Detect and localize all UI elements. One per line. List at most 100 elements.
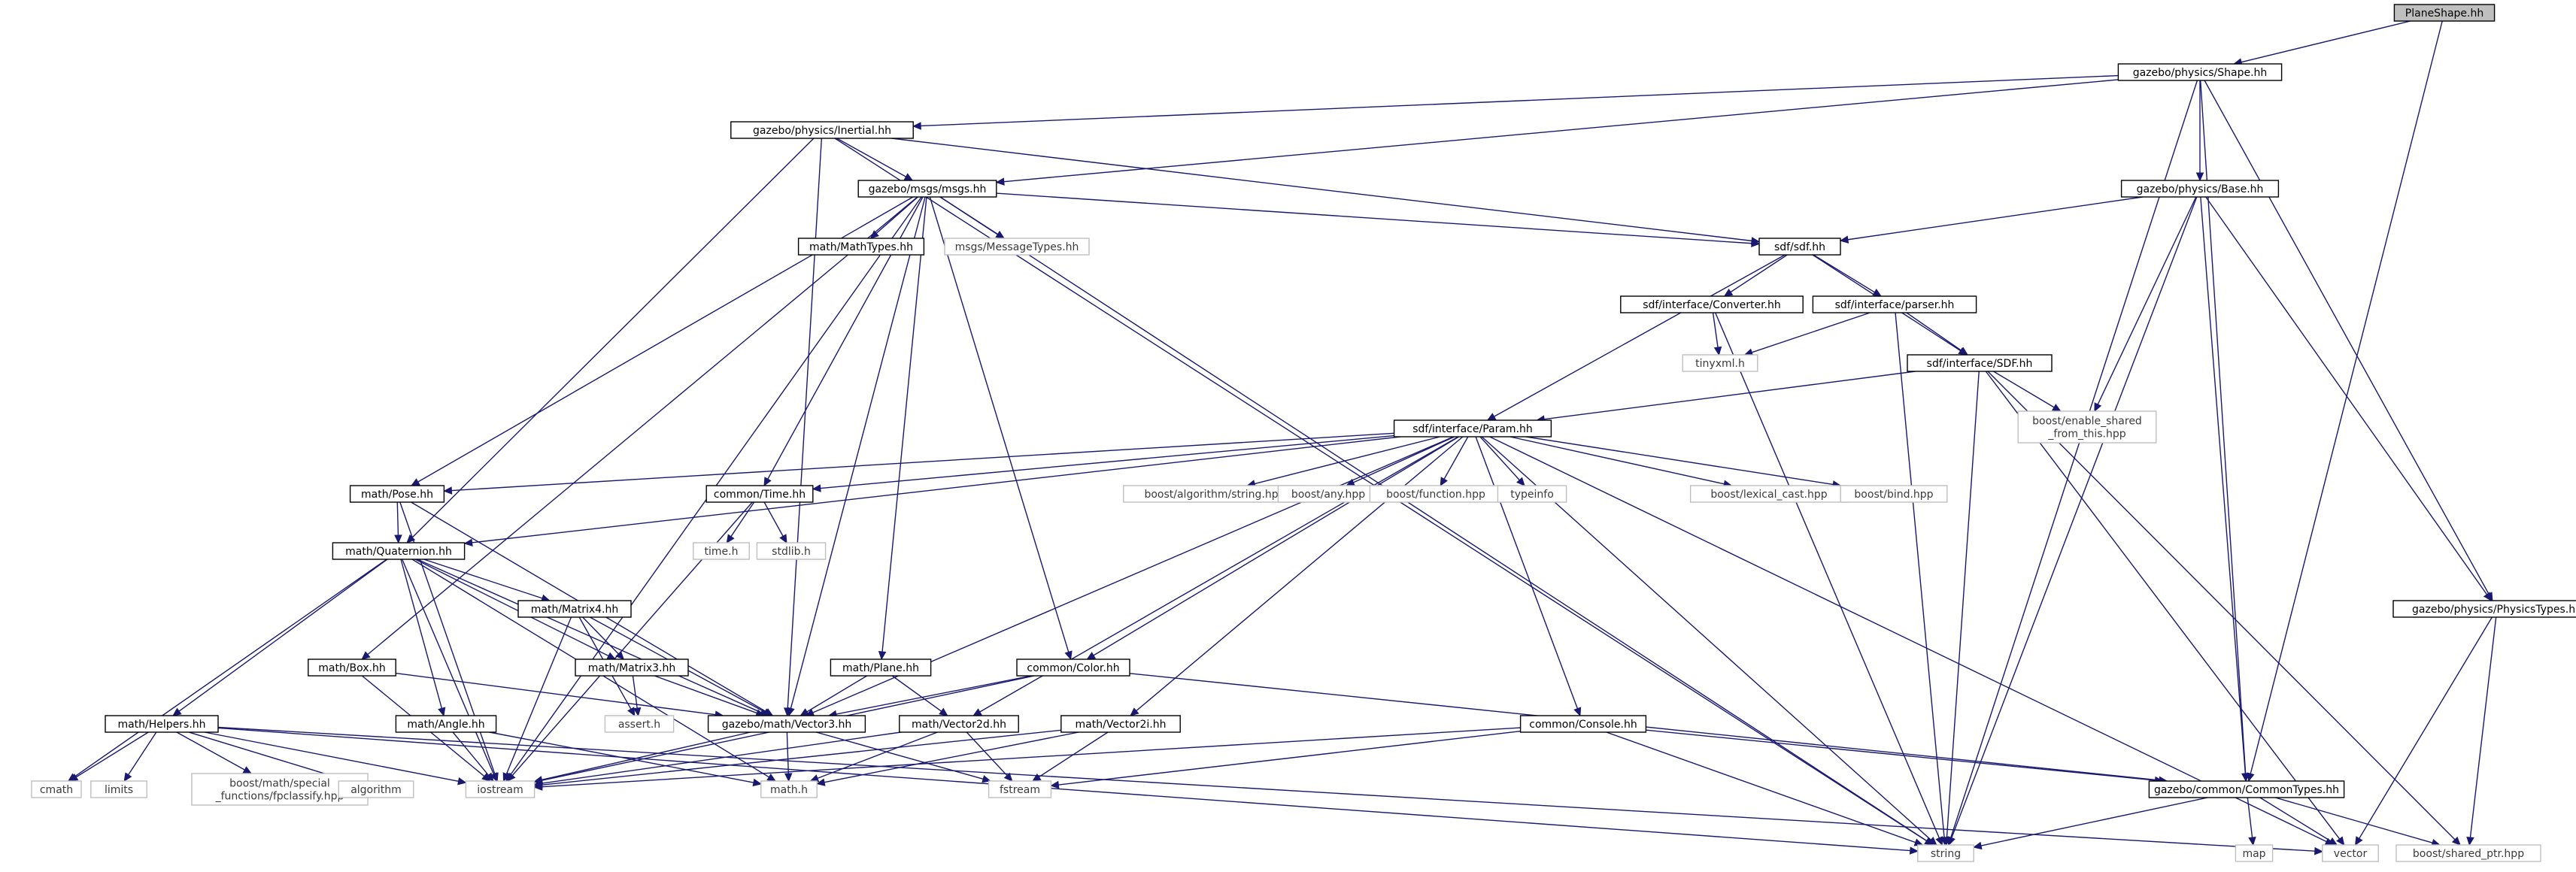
edge-msgs-to-plane xyxy=(878,196,927,661)
edge-helpers-to-vector xyxy=(217,726,2324,855)
node-enableshared[interactable]: boost/enable_shared_from_this.hpp xyxy=(2017,410,2157,444)
edge-line xyxy=(1093,436,1459,656)
node-stdlib[interactable]: stdlib.h xyxy=(756,542,827,560)
edge-line xyxy=(730,501,755,537)
edge-arrowhead xyxy=(779,534,787,544)
edge-base-to-physicstypes xyxy=(2205,196,2492,601)
edge-line xyxy=(400,559,443,709)
node-funchpp[interactable]: boost/function.hpp xyxy=(1369,485,1503,503)
edge-vector2d-to-mathh xyxy=(809,731,938,783)
node-inertial[interactable]: gazebo/physics/Inertial.hh xyxy=(730,121,914,139)
node-box xyxy=(575,659,689,677)
node-box xyxy=(338,780,414,798)
node-algstring[interactable]: boost/algorithm/string.hpp xyxy=(1123,485,1306,503)
edge-line xyxy=(1712,312,1719,348)
edge-arrowhead xyxy=(1440,477,1448,487)
node-vector2i[interactable]: math/Vector2i.hh xyxy=(1060,715,1181,733)
node-vector[interactable]: vector xyxy=(2322,844,2379,862)
node-typeinfo[interactable]: typeinfo xyxy=(1497,485,1567,503)
edge-line xyxy=(1544,371,1916,420)
node-timeh[interactable]: time.h xyxy=(693,542,750,560)
edge-console-to-fstream xyxy=(1050,730,1521,789)
node-string[interactable]: string xyxy=(1917,844,1974,862)
edge-shape-to-msgs xyxy=(995,79,2119,186)
node-box xyxy=(1393,419,1552,438)
edge-arrowhead xyxy=(1839,235,1849,244)
edge-param-to-lexical xyxy=(1509,436,1733,488)
node-label: sdf/sdf.hh xyxy=(1774,241,1825,253)
edge-pose-to-quat xyxy=(394,501,402,544)
node-vector2d[interactable]: math/Vector2d.hh xyxy=(899,715,1019,733)
node-mathh[interactable]: math.h xyxy=(760,780,818,798)
node-msgs[interactable]: gazebo/msgs/msgs.hh xyxy=(857,180,997,198)
node-map[interactable]: map xyxy=(2235,844,2274,862)
node-box xyxy=(693,542,750,560)
node-color[interactable]: common/Color.hh xyxy=(1016,659,1130,677)
edge-base-to-sdf xyxy=(1839,196,2144,244)
node-label: cmath xyxy=(40,784,73,796)
node-sdfsdf[interactable]: sdf/interface/SDF.hh xyxy=(1907,354,2053,372)
node-iostream[interactable]: iostream xyxy=(465,780,536,798)
edge-line xyxy=(217,726,2315,852)
node-limits[interactable]: limits xyxy=(90,780,147,798)
node-matrix4[interactable]: math/Matrix4.hh xyxy=(517,600,632,618)
node-assert[interactable]: assert.h xyxy=(604,715,675,733)
node-fstream[interactable]: fstream xyxy=(988,780,1052,798)
edge-helpers-to-limits xyxy=(123,731,157,783)
node-tinyxml[interactable]: tinyxml.h xyxy=(1682,354,1758,372)
node-quat[interactable]: math/Quaternion.hh xyxy=(332,542,466,560)
node-msgtypes[interactable]: msgs/MessageTypes.hh xyxy=(944,238,1090,256)
node-helpers[interactable]: math/Helpers.hh xyxy=(105,715,219,733)
node-planeshape[interactable]: PlaneShape.hh xyxy=(2393,4,2496,22)
node-cmath[interactable]: cmath xyxy=(31,780,82,798)
node-box xyxy=(105,715,219,733)
node-physicstypes[interactable]: gazebo/physics/PhysicsTypes.hh xyxy=(2392,600,2576,618)
edge-arrowhead xyxy=(68,773,79,782)
node-fpclass[interactable]: boost/math/special_functions/fpclassify.… xyxy=(191,773,369,806)
node-box xyxy=(830,659,932,677)
node-lexical[interactable]: boost/lexical_cast.hpp xyxy=(1689,485,1849,503)
node-vector3[interactable]: gazebo/math/Vector3.hh xyxy=(707,715,866,733)
node-base[interactable]: gazebo/physics/Base.hh xyxy=(2120,180,2280,198)
edge-line xyxy=(423,559,543,599)
node-anyhpp[interactable]: boost/any.hpp xyxy=(1277,485,1379,503)
node-parser[interactable]: sdf/interface/parser.hh xyxy=(1812,295,1977,313)
node-box xyxy=(2117,63,2283,81)
node-plane[interactable]: math/Plane.hh xyxy=(830,659,932,677)
edge-line xyxy=(1813,254,1875,293)
edge-line xyxy=(1895,312,1945,838)
edge-inertial-to-msgs xyxy=(836,138,914,181)
node-console[interactable]: common/Console.hh xyxy=(1519,715,1647,733)
edge-base-to-string xyxy=(1948,196,2198,846)
node-bind[interactable]: boost/bind.hpp xyxy=(1840,485,1948,503)
edge-physicstypes-to-vector xyxy=(2354,616,2493,846)
node-label: math/Plane.hh xyxy=(842,662,919,674)
node-angle[interactable]: math/Angle.hh xyxy=(395,715,497,733)
edge-line xyxy=(1730,254,1788,293)
edge-line xyxy=(1951,196,2198,838)
node-commontypes[interactable]: gazebo/common/CommonTypes.hh xyxy=(2148,780,2345,798)
node-label: math/Quaternion.hh xyxy=(345,546,452,558)
edge-line xyxy=(2200,196,2247,774)
node-box[interactable]: math/Box.hh xyxy=(308,659,396,677)
node-box xyxy=(1060,715,1181,733)
edge-line xyxy=(204,731,459,782)
edge-arrowhead xyxy=(485,772,494,782)
node-label: gazebo/physics/Shape.hh xyxy=(2133,67,2268,79)
node-shape[interactable]: gazebo/physics/Shape.hh xyxy=(2117,63,2283,81)
node-time[interactable]: common/Time.hh xyxy=(705,485,814,503)
edge-shape-to-inertial xyxy=(912,74,2119,130)
node-sharedptr[interactable]: boost/shared_ptr.hpp xyxy=(2395,844,2541,862)
node-param[interactable]: sdf/interface/Param.hh xyxy=(1393,419,1552,438)
edge-matrix4-to-matrix3 xyxy=(582,616,625,660)
node-sdf[interactable]: sdf/sdf.hh xyxy=(1758,238,1841,256)
edge-line xyxy=(542,727,1521,788)
node-algorithm[interactable]: algorithm xyxy=(338,780,414,798)
node-pose[interactable]: math/Pose.hh xyxy=(349,485,445,503)
node-converter[interactable]: sdf/interface/Converter.hh xyxy=(1620,295,1804,313)
edge-line xyxy=(921,74,2119,127)
node-mathtypes[interactable]: math/MathTypes.hh xyxy=(797,238,925,256)
node-matrix3[interactable]: math/Matrix3.hh xyxy=(575,659,689,677)
edge-line xyxy=(367,196,918,656)
